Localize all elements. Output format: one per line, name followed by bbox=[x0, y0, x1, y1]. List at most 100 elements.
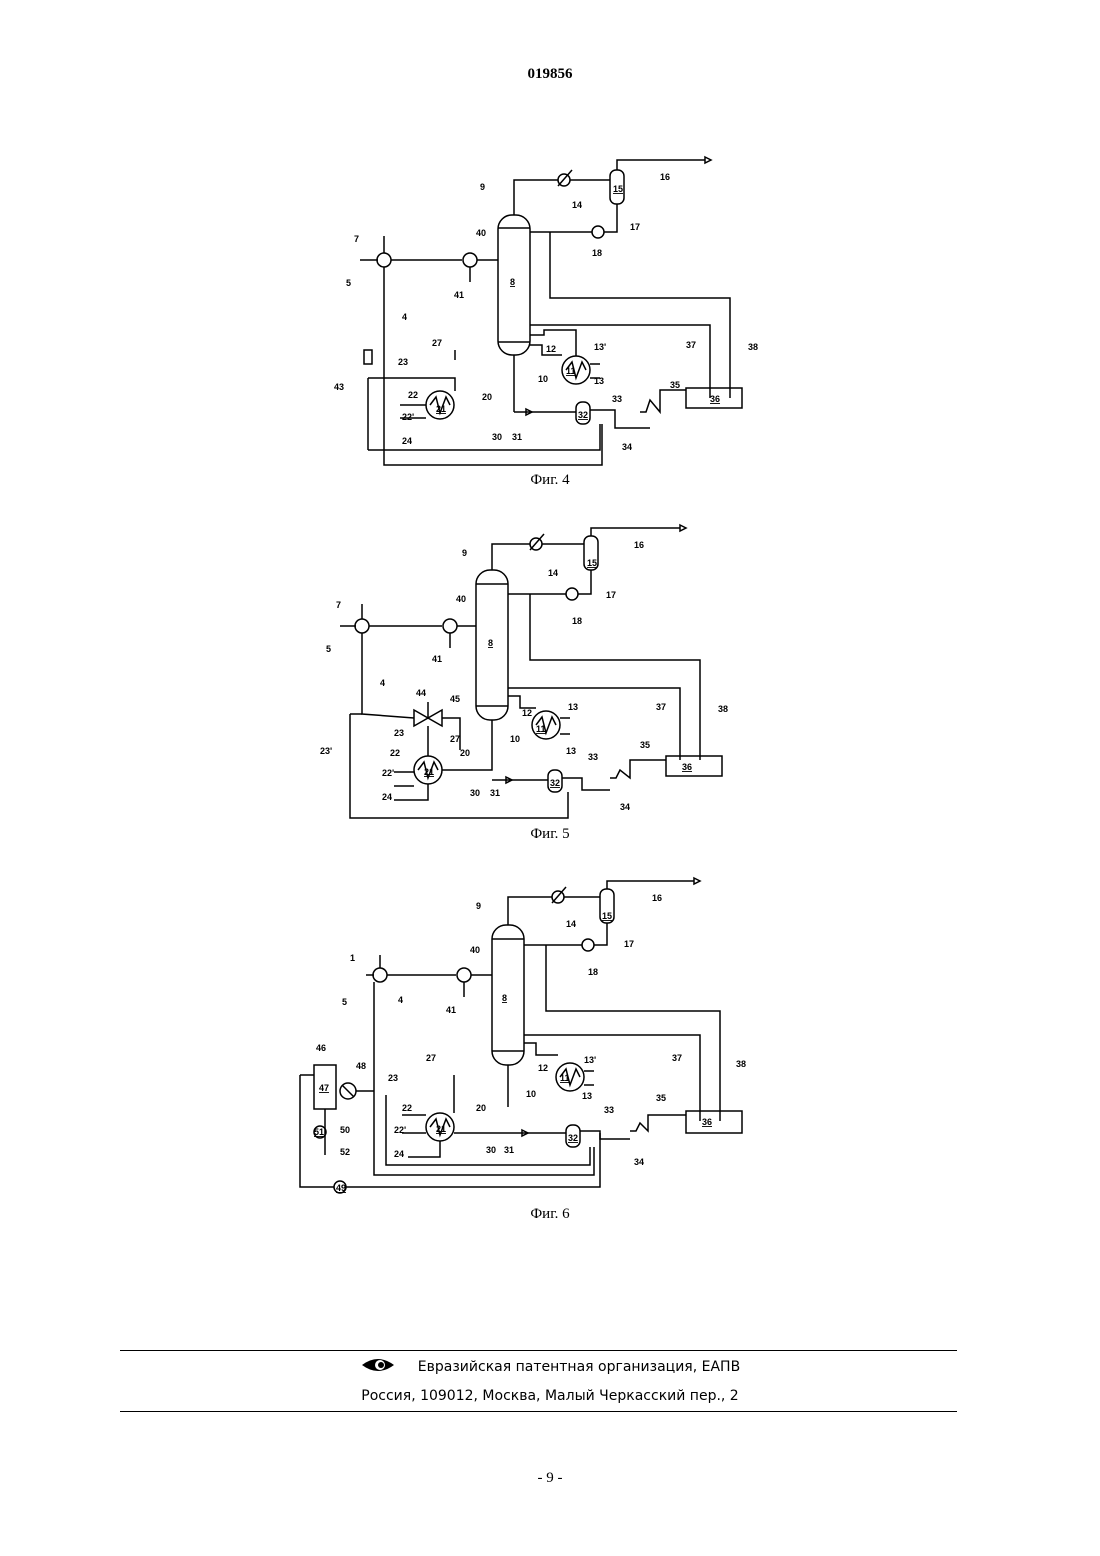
svg-text:16: 16 bbox=[634, 540, 644, 550]
svg-text:22: 22 bbox=[408, 390, 418, 400]
svg-text:15: 15 bbox=[602, 911, 612, 921]
svg-text:5: 5 bbox=[326, 644, 331, 654]
svg-text:30: 30 bbox=[486, 1145, 496, 1155]
svg-text:8: 8 bbox=[510, 277, 515, 287]
svg-text:32: 32 bbox=[578, 410, 588, 420]
svg-text:34: 34 bbox=[634, 1157, 644, 1167]
svg-text:21: 21 bbox=[424, 767, 434, 777]
svg-text:23: 23 bbox=[394, 728, 404, 738]
svg-text:9: 9 bbox=[462, 548, 467, 558]
feed-heater-icon bbox=[463, 253, 477, 267]
svg-text:16: 16 bbox=[652, 893, 662, 903]
footer-bottom-rule bbox=[120, 1411, 957, 1412]
svg-text:12: 12 bbox=[522, 708, 532, 718]
svg-text:51: 51 bbox=[314, 1127, 324, 1137]
svg-text:13: 13 bbox=[582, 1091, 592, 1101]
svg-text:23: 23 bbox=[398, 357, 408, 367]
svg-text:36: 36 bbox=[702, 1117, 712, 1127]
svg-text:33: 33 bbox=[604, 1105, 614, 1115]
svg-text:30: 30 bbox=[470, 788, 480, 798]
svg-text:41: 41 bbox=[432, 654, 442, 664]
svg-text:30: 30 bbox=[492, 432, 502, 442]
svg-text:9: 9 bbox=[476, 901, 481, 911]
svg-text:1: 1 bbox=[350, 953, 355, 963]
footer-address: Россия, 109012, Москва, Малый Черкасский… bbox=[0, 1388, 1100, 1404]
svg-text:31: 31 bbox=[512, 432, 522, 442]
figure-6-caption: Фиг. 6 bbox=[450, 1206, 650, 1223]
svg-text:4: 4 bbox=[398, 995, 403, 1005]
svg-text:8: 8 bbox=[502, 993, 507, 1003]
svg-text:32: 32 bbox=[550, 778, 560, 788]
svg-text:23: 23 bbox=[388, 1073, 398, 1083]
svg-text:5: 5 bbox=[346, 278, 351, 288]
svg-text:13: 13 bbox=[568, 702, 578, 712]
feed-heater-icon bbox=[443, 619, 457, 633]
svg-text:34: 34 bbox=[622, 442, 632, 452]
svg-text:20: 20 bbox=[482, 392, 492, 402]
process-diagram-fig5: 9 14 15 16 17 18 7 5 40 41 4 8 44 45 12 … bbox=[310, 520, 750, 825]
svg-text:45: 45 bbox=[450, 694, 460, 704]
svg-text:11: 11 bbox=[566, 366, 576, 376]
svg-text:10: 10 bbox=[526, 1089, 536, 1099]
svg-text:10: 10 bbox=[510, 734, 520, 744]
footer-organization-text: Евразийская патентная организация, ЕАПВ bbox=[418, 1359, 740, 1375]
page-folio: - 9 - bbox=[0, 1470, 1100, 1487]
unit-36-box bbox=[686, 1111, 742, 1133]
feed-heater-icon bbox=[457, 968, 471, 982]
svg-text:50: 50 bbox=[340, 1125, 350, 1135]
footer-top-rule bbox=[120, 1350, 957, 1351]
svg-text:13: 13 bbox=[594, 376, 604, 386]
svg-text:41: 41 bbox=[454, 290, 464, 300]
pump-icon bbox=[582, 939, 594, 951]
svg-text:16: 16 bbox=[660, 172, 670, 182]
feed-exchanger-icon bbox=[373, 968, 387, 982]
svg-text:17: 17 bbox=[606, 590, 616, 600]
svg-text:24: 24 bbox=[394, 1149, 404, 1159]
svg-text:36: 36 bbox=[710, 394, 720, 404]
svg-text:17: 17 bbox=[624, 939, 634, 949]
svg-text:35: 35 bbox=[670, 380, 680, 390]
svg-text:37: 37 bbox=[686, 340, 696, 350]
figure-6: 9 14 15 16 17 18 1 5 4 40 41 8 46 47 48 … bbox=[290, 875, 770, 1195]
svg-text:48: 48 bbox=[356, 1061, 366, 1071]
svg-text:13': 13' bbox=[594, 342, 606, 352]
svg-text:17: 17 bbox=[630, 222, 640, 232]
footer-organization: Евразийская патентная организация, ЕАПВ bbox=[0, 1356, 1100, 1378]
svg-text:11: 11 bbox=[536, 724, 546, 734]
svg-text:38: 38 bbox=[718, 704, 728, 714]
svg-text:31: 31 bbox=[504, 1145, 514, 1155]
svg-text:44: 44 bbox=[416, 688, 426, 698]
svg-text:24: 24 bbox=[402, 436, 412, 446]
svg-text:23': 23' bbox=[320, 746, 332, 756]
svg-text:33: 33 bbox=[612, 394, 622, 404]
figure-5: 9 14 15 16 17 18 7 5 40 41 4 8 44 45 12 … bbox=[310, 520, 750, 825]
svg-text:18: 18 bbox=[592, 248, 602, 258]
svg-text:22': 22' bbox=[394, 1125, 406, 1135]
svg-text:40: 40 bbox=[470, 945, 480, 955]
svg-text:41: 41 bbox=[446, 1005, 456, 1015]
svg-text:35: 35 bbox=[656, 1093, 666, 1103]
svg-text:11: 11 bbox=[560, 1073, 570, 1083]
svg-text:35: 35 bbox=[640, 740, 650, 750]
svg-text:8: 8 bbox=[488, 638, 493, 648]
svg-text:5: 5 bbox=[342, 997, 347, 1007]
eye-logo-icon bbox=[360, 1356, 396, 1378]
feed-exchanger-icon bbox=[377, 253, 391, 267]
figure-4: 9 14 15 16 17 18 7 5 40 41 4 8 12 13' 11… bbox=[330, 150, 770, 470]
process-diagram-fig6: 9 14 15 16 17 18 1 5 4 40 41 8 46 47 48 … bbox=[290, 875, 770, 1195]
svg-text:9: 9 bbox=[480, 182, 485, 192]
svg-text:33: 33 bbox=[588, 752, 598, 762]
svg-text:40: 40 bbox=[476, 228, 486, 238]
svg-text:4: 4 bbox=[380, 678, 385, 688]
svg-text:15: 15 bbox=[613, 184, 623, 194]
svg-text:10: 10 bbox=[538, 374, 548, 384]
svg-text:12: 12 bbox=[538, 1063, 548, 1073]
svg-text:7: 7 bbox=[354, 234, 359, 244]
svg-text:12: 12 bbox=[546, 344, 556, 354]
svg-text:22': 22' bbox=[382, 768, 394, 778]
svg-text:46: 46 bbox=[316, 1043, 326, 1053]
svg-text:4: 4 bbox=[402, 312, 407, 322]
svg-text:18: 18 bbox=[588, 967, 598, 977]
svg-text:49: 49 bbox=[336, 1183, 346, 1193]
svg-text:13: 13 bbox=[566, 746, 576, 756]
